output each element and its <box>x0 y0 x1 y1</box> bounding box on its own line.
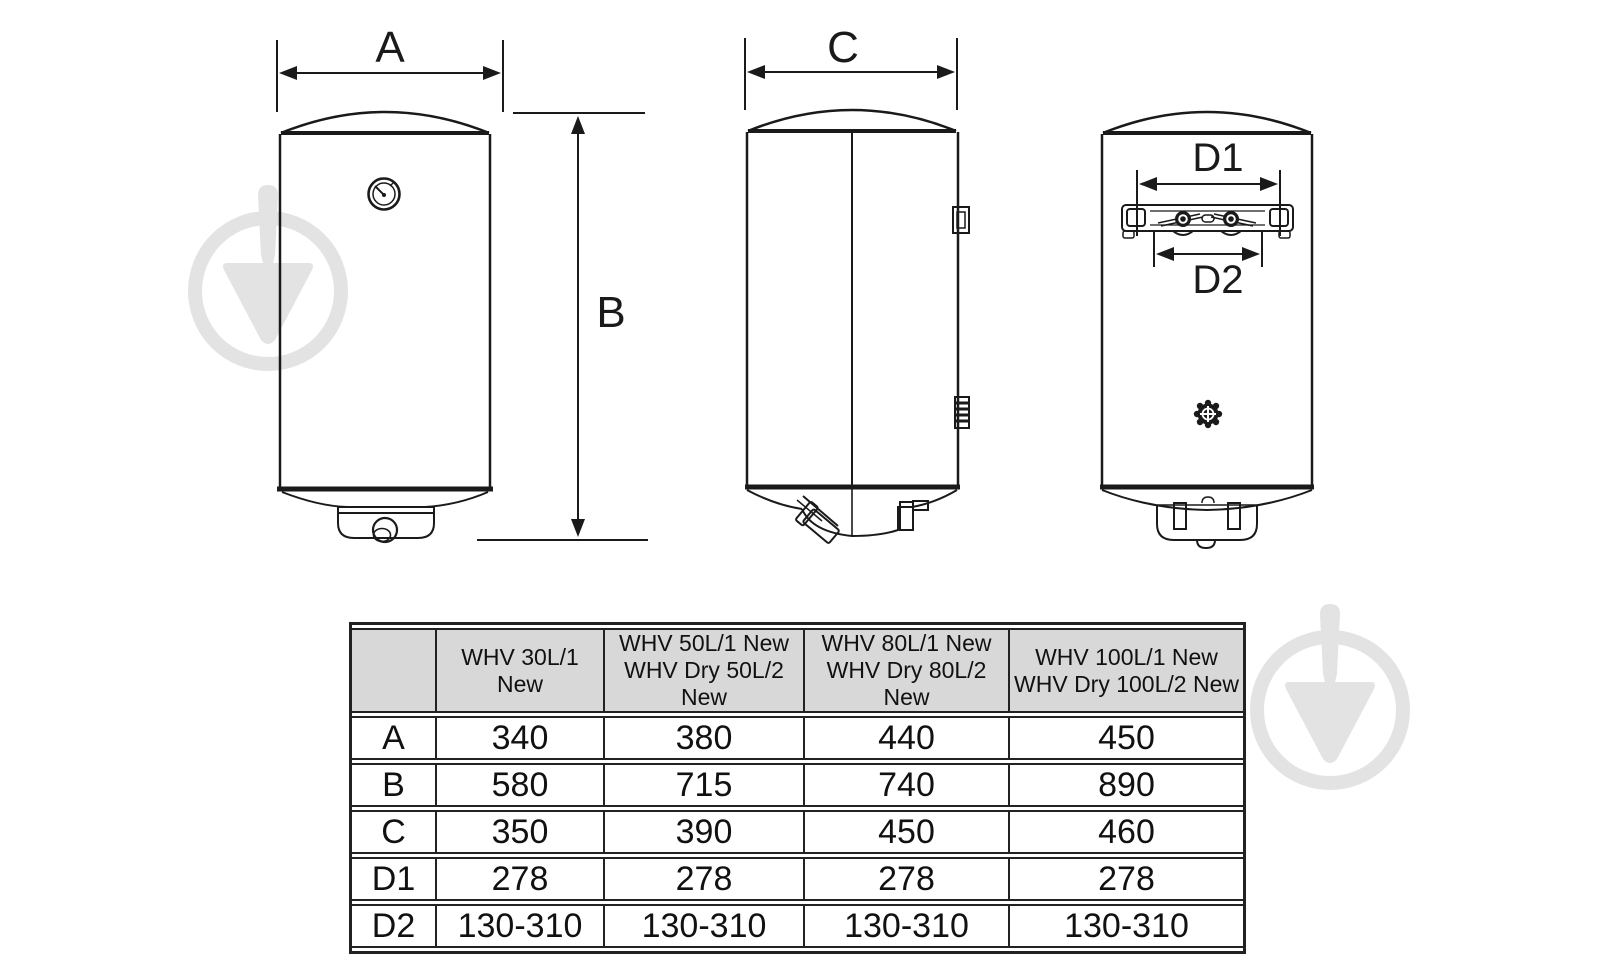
table-header-row: WHV 30L/1 New WHV 50L/1 New WHV Dry 50L/… <box>352 628 1243 713</box>
back-view-drawing <box>1100 110 1314 550</box>
row-label: D1 <box>352 857 437 901</box>
outlet-pipe-icon <box>899 500 929 531</box>
header-cell-model-80l: WHV 80L/1 New WHV Dry 80L/2 New <box>805 628 1010 713</box>
value-cell: 130-310 <box>805 904 1010 948</box>
value-cell: 890 <box>1010 763 1243 807</box>
dimension-d1: D1 <box>1136 136 1281 236</box>
row-label: A <box>352 716 437 760</box>
dimension-b: B <box>477 112 648 541</box>
dimensions-table: WHV 30L/1 New WHV 50L/1 New WHV Dry 50L/… <box>349 622 1246 954</box>
lower-wall-bracket-icon <box>954 396 970 429</box>
value-cell: 278 <box>805 857 1010 901</box>
mounting-bar-icon <box>1121 204 1294 239</box>
upper-wall-bracket-icon <box>952 206 970 234</box>
dimension-c: C <box>744 23 958 110</box>
dim-label-a: A <box>375 23 405 72</box>
value-cell: 450 <box>805 810 1010 854</box>
watermark-trowel-logo <box>1250 604 1410 790</box>
value-cell: 130-310 <box>437 904 605 948</box>
value-cell: 715 <box>605 763 805 807</box>
value-cell: 580 <box>437 763 605 807</box>
value-cell: 450 <box>1010 716 1243 760</box>
value-cell: 130-310 <box>1010 904 1243 948</box>
value-cell: 130-310 <box>605 904 805 948</box>
drain-knob-icon <box>1193 399 1223 429</box>
value-cell: 740 <box>805 763 1010 807</box>
thermometer-gauge-icon <box>367 177 401 211</box>
table-row: C 350 390 450 460 <box>352 810 1243 854</box>
table-row: D2 130-310 130-310 130-310 130-310 <box>352 904 1243 948</box>
value-cell: 278 <box>437 857 605 901</box>
value-cell: 278 <box>605 857 805 901</box>
inlet-pipe-icon <box>795 501 840 544</box>
row-label: D2 <box>352 904 437 948</box>
dim-label-d2: D2 <box>1192 258 1243 302</box>
value-cell: 380 <box>605 716 805 760</box>
value-cell: 350 <box>437 810 605 854</box>
side-view-drawing <box>745 108 970 544</box>
dim-label-b: B <box>596 288 625 337</box>
value-cell: 460 <box>1010 810 1243 854</box>
row-label: C <box>352 810 437 854</box>
dimension-d2: D2 <box>1153 230 1263 302</box>
value-cell: 340 <box>437 716 605 760</box>
header-cell-model-50l: WHV 50L/1 New WHV Dry 50L/2 New <box>605 628 805 713</box>
table-row: A 340 380 440 450 <box>352 716 1243 760</box>
dim-label-d1: D1 <box>1192 136 1243 180</box>
header-cell-model-30l: WHV 30L/1 New <box>437 628 605 713</box>
dimension-a: A <box>276 23 504 112</box>
table-row: B 580 715 740 890 <box>352 763 1243 807</box>
table-row: D1 278 278 278 278 <box>352 857 1243 901</box>
front-view-drawing <box>277 110 493 544</box>
dim-label-c: C <box>827 23 859 72</box>
value-cell: 440 <box>805 716 1010 760</box>
value-cell: 278 <box>1010 857 1243 901</box>
header-cell-model-100l: WHV 100L/1 New WHV Dry 100L/2 New <box>1010 628 1243 713</box>
value-cell: 390 <box>605 810 805 854</box>
watermark-trowel-logo <box>188 185 348 371</box>
row-label: B <box>352 763 437 807</box>
cable-gland-icon <box>371 516 399 544</box>
header-cell-empty <box>352 628 437 713</box>
